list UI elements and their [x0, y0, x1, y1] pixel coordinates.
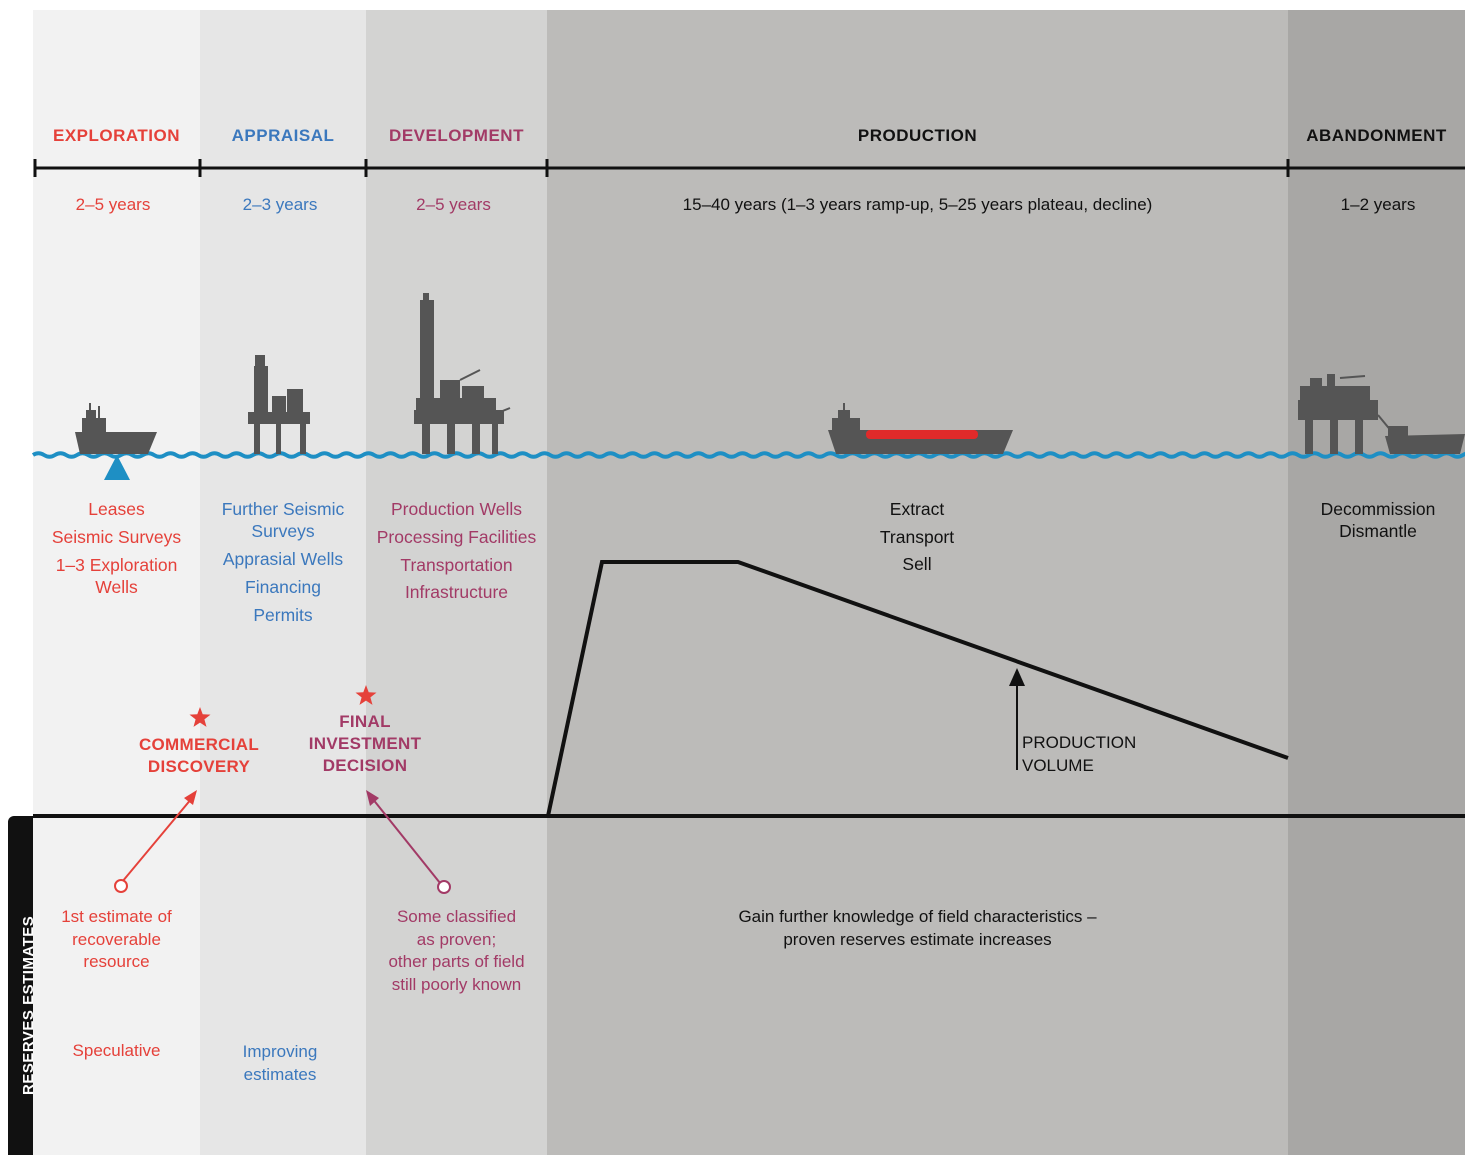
- support-ship-icon: [1385, 426, 1465, 454]
- activity-item: Sell: [902, 554, 932, 574]
- duration-exploration: 2–5 years: [75, 195, 151, 214]
- phase-title-production: PRODUCTION: [857, 126, 978, 145]
- star-icon: [189, 707, 211, 727]
- duration-abandonment: 1–2 years: [1340, 195, 1416, 214]
- activities-appraisal: Further Seismic Surveys Apprasial Wells …: [200, 498, 366, 626]
- sonar-beam-icon: [104, 455, 130, 480]
- phase-title-appraisal: APPRAISAL: [231, 126, 335, 145]
- activity-item: Further Seismic: [221, 499, 345, 519]
- activity-item: 1–3 Exploration: [55, 555, 178, 575]
- activity-item: Permits: [253, 605, 313, 625]
- star-icon: [355, 685, 377, 705]
- activity-item: Extract: [889, 499, 945, 519]
- connector-commercial: [121, 797, 193, 883]
- production-curve: [546, 560, 1289, 817]
- exploration-column: [33, 10, 200, 1155]
- activity-item: Dismantle: [1339, 521, 1417, 541]
- note-line: Gain further knowledge of field characte…: [738, 907, 1097, 926]
- connector-dot-exploration: [114, 879, 128, 893]
- note-line: Some classified: [396, 907, 517, 926]
- reserves-tab: [8, 816, 33, 1155]
- activity-item: Transport: [879, 527, 955, 547]
- appraisal-column: [200, 10, 366, 1155]
- reserves-note-development: Some classified as proven; other parts o…: [362, 906, 551, 996]
- milestone-line: DECISION: [322, 756, 408, 775]
- tanker-ship-icon: [828, 403, 1013, 454]
- sea-wave: [31, 451, 1465, 459]
- activity-item: Transportation: [400, 555, 513, 575]
- note-line: as proven;: [416, 929, 497, 949]
- connector-fid-arrowhead: [366, 790, 379, 806]
- note-line: 1st estimate of: [61, 907, 172, 926]
- label-line: PRODUCTION: [1022, 733, 1137, 752]
- label-line: VOLUME: [1022, 756, 1094, 775]
- activities-production: Extract Transport Sell: [817, 498, 1017, 575]
- reserves-quality-exploration: Speculative: [72, 1041, 161, 1060]
- activities-abandonment: Decommission Dismantle: [1288, 498, 1465, 542]
- activity-item: Surveys: [251, 521, 315, 541]
- note-line: recoverable: [72, 929, 161, 949]
- production-column: [547, 10, 1288, 1155]
- milestone-commercial-discovery: COMMERCIAL DISCOVERY: [109, 734, 289, 778]
- milestone-line: FINAL: [339, 712, 391, 731]
- connector-dot-development: [437, 880, 451, 894]
- duration-production: 15–40 years (1–3 years ramp-up, 5–25 yea…: [682, 195, 1153, 214]
- milestone-final-investment-decision: FINAL INVESTMENT DECISION: [280, 711, 450, 777]
- duration-appraisal: 2–3 years: [242, 195, 318, 214]
- production-volume-arrowhead: [1009, 668, 1025, 686]
- connector-fid: [371, 797, 441, 884]
- activity-item: Wells: [95, 577, 138, 597]
- activity-item: Leases: [88, 499, 145, 519]
- note-line: Improving: [242, 1042, 318, 1061]
- milestone-line: COMMERCIAL: [138, 735, 260, 754]
- activity-item: Infrastructure: [404, 582, 509, 602]
- reserves-quality-appraisal: Improving estimates: [200, 1040, 360, 1086]
- survey-ship-icon: [75, 403, 157, 454]
- activity-item: Apprasial Wells: [222, 549, 344, 569]
- activity-item: Financing: [245, 577, 321, 597]
- connector-commercial-arrowhead: [184, 790, 197, 805]
- note-line: estimates: [243, 1065, 317, 1084]
- development-column: [366, 10, 547, 1155]
- decommission-platform-icon: [1298, 374, 1393, 454]
- phase-title-exploration: EXPLORATION: [52, 126, 181, 145]
- phase-title-development: DEVELOPMENT: [389, 126, 524, 145]
- duration-development: 2–5 years: [416, 195, 491, 214]
- abandonment-column: [1288, 10, 1465, 1155]
- note-line: still poorly known: [391, 974, 522, 994]
- jackup-rig-icon: [248, 355, 310, 454]
- milestone-line: INVESTMENT: [308, 734, 422, 753]
- reserves-note-exploration: 1st estimate of recoverable resource: [33, 906, 200, 974]
- reserves-note-production: Gain further knowledge of field characte…: [547, 906, 1288, 951]
- note-line: other parts of field: [388, 952, 525, 971]
- note-line: proven reserves estimate increases: [783, 929, 1052, 949]
- activities-exploration: Leases Seismic Surveys 1–3 Exploration W…: [33, 498, 200, 598]
- activity-item: Processing Facilities: [376, 527, 537, 547]
- activity-item: Decommission: [1320, 499, 1436, 519]
- production-volume-label: PRODUCTION VOLUME: [1022, 731, 1136, 777]
- phase-title-abandonment: ABANDONMENT: [1306, 126, 1447, 145]
- note-line: resource: [83, 952, 150, 971]
- activity-item: Production Wells: [391, 499, 522, 519]
- activity-item: Seismic Surveys: [51, 527, 182, 547]
- milestone-line: DISCOVERY: [147, 757, 251, 776]
- activities-development: Production Wells Processing Facilities T…: [362, 498, 551, 603]
- production-platform-icon: [414, 293, 511, 454]
